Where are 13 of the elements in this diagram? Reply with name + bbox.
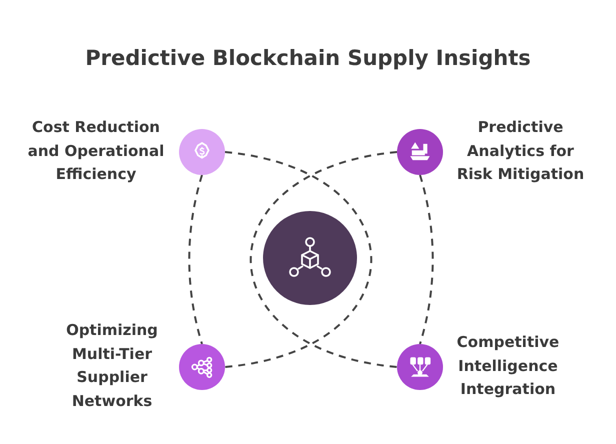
category-circle (179, 344, 225, 390)
category-label: Optimizing Multi-Tier Supplier Networks (65, 320, 159, 412)
category-circle (179, 129, 225, 175)
diagram-title: Predictive Blockchain Supply Insights (84, 46, 532, 70)
dashed-connector (250, 151, 398, 368)
category-circle (397, 344, 443, 390)
category-label: Cost Reduction and Operational Efficiency (26, 117, 166, 185)
category-label: Predictive Analytics for Risk Mitigation (456, 117, 586, 185)
category-label: Competitive Intelligence Integration (456, 332, 560, 400)
dashed-connector (224, 151, 372, 368)
category-circle (397, 129, 443, 175)
dashed-connector (188, 174, 203, 344)
dashed-connector (419, 174, 434, 344)
